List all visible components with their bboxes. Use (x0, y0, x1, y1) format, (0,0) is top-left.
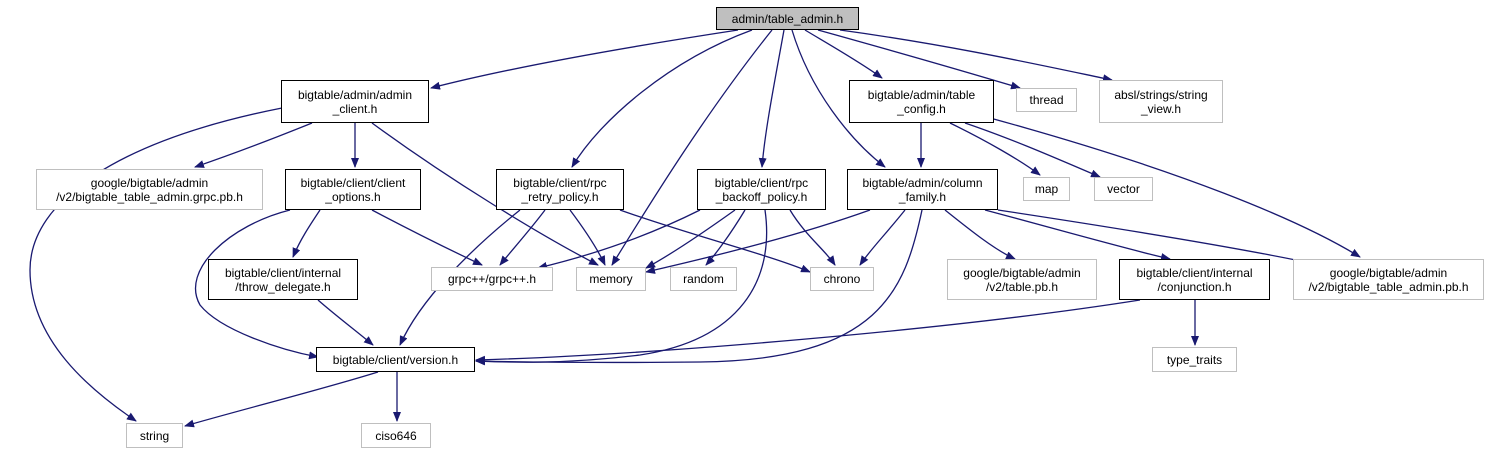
node-admin-pb: google/bigtable/admin /v2/bigtable_table… (1293, 259, 1484, 300)
node-retry-policy[interactable]: bigtable/client/rpc _retry_policy.h (496, 169, 624, 210)
node-string-view: absl/strings/string _view.h (1099, 80, 1223, 123)
node-column-family[interactable]: bigtable/admin/column _family.h (847, 169, 998, 210)
edge-backoff-policy-memory (645, 209, 736, 269)
node-conjunction[interactable]: bigtable/client/internal /conjunction.h (1119, 259, 1270, 300)
node-backoff-policy[interactable]: bigtable/client/rpc _backoff_policy.h (697, 169, 826, 210)
node-chrono: chrono (810, 267, 874, 291)
node-label: _client.h (332, 101, 378, 116)
edge-column-family-table-pb (944, 209, 1016, 260)
node-label: grpc++/grpc++.h (447, 272, 537, 286)
node-label: string (139, 428, 170, 443)
edge-root-memory (611, 29, 773, 266)
node-label: bigtable/client/version.h (332, 352, 459, 367)
node-label: _config.h (897, 101, 946, 116)
node-label: ciso646 (375, 428, 417, 443)
node-label: /v2/bigtable_table_admin.pb.h (1308, 279, 1469, 294)
node-table-pb: google/bigtable/admin /v2/table.pb.h (947, 259, 1097, 300)
edge-client-options-throw-delegate (292, 209, 321, 258)
edge-root-column-family (791, 29, 886, 168)
edge-admin-client-memory (371, 122, 599, 266)
edge-root-backoff-policy (758, 29, 785, 168)
node-label: admin/table_admin.h (731, 11, 844, 26)
edge-root-table-config (804, 29, 883, 79)
edge-version-string (184, 371, 379, 428)
node-ciso646: ciso646 (361, 423, 431, 448)
node-label: bigtable/client/internal (1136, 265, 1253, 280)
edge-root-admin-client (430, 29, 739, 90)
edge-conjunction-version (475, 299, 1141, 364)
node-version[interactable]: bigtable/client/version.h (316, 347, 475, 372)
node-label: vector (1107, 182, 1140, 196)
node-thread: thread (1016, 88, 1077, 112)
node-label: memory (589, 272, 633, 286)
node-label: thread (1029, 93, 1064, 107)
edge-column-family-admin-pb (997, 209, 1321, 268)
node-map: map (1023, 177, 1070, 201)
node-grpcpp: grpc++/grpc++.h (431, 267, 553, 291)
node-root: admin/table_admin.h (716, 7, 859, 30)
node-throw-delegate[interactable]: bigtable/client/internal /throw_delegate… (208, 259, 358, 300)
node-table-config[interactable]: bigtable/admin/table _config.h (849, 80, 994, 123)
node-label: /throw_delegate.h (235, 279, 331, 294)
node-label: google/bigtable/admin (963, 265, 1081, 280)
node-label: _view.h (1140, 101, 1182, 116)
edge-retry-policy-memory (569, 209, 606, 266)
edge-table-config-vector (964, 122, 1101, 178)
node-grpc-pb: google/bigtable/admin /v2/bigtable_table… (36, 169, 263, 210)
edge-column-family-memory (645, 209, 871, 274)
edge-column-family-conjunction (984, 209, 1171, 261)
node-label: /conjunction.h (1157, 279, 1232, 294)
node-label: bigtable/client/internal (224, 265, 342, 280)
node-label: /v2/bigtable_table_admin.grpc.pb.h (56, 189, 243, 204)
node-admin-client[interactable]: bigtable/admin/admin _client.h (281, 80, 429, 123)
node-label: _retry_policy.h (521, 189, 599, 204)
node-label: bigtable/admin/admin (297, 87, 413, 102)
edge-root-string-view (839, 29, 1113, 83)
edge-admin-client-string (29, 107, 283, 422)
edge-backoff-policy-chrono (789, 209, 836, 266)
edge-column-family-chrono (859, 209, 906, 266)
edge-table-config-map (949, 122, 1041, 176)
node-label: random (683, 272, 724, 286)
edge-backoff-policy-random (705, 209, 746, 266)
node-label: _family.h (898, 189, 947, 204)
edge-client-options-grpcpp (371, 209, 483, 266)
edge-backoff-policy-grpcpp (537, 209, 701, 270)
edge-client-options-version (194, 209, 319, 360)
node-label: bigtable/admin/column (862, 175, 983, 190)
edge-table-config-admin-pb (989, 117, 1361, 258)
node-type-traits: type_traits (1152, 347, 1237, 372)
node-vector: vector (1094, 177, 1153, 201)
edge-throw-delegate-version (317, 299, 374, 346)
node-label: chrono (823, 272, 861, 286)
node-label: bigtable/client/rpc (513, 175, 607, 190)
node-string: string (126, 423, 183, 448)
edge-retry-policy-grpcpp (499, 209, 546, 266)
node-label: bigtable/client/client (300, 175, 406, 190)
node-memory: memory (576, 267, 646, 291)
edge-admin-client-grpc-pb (194, 122, 313, 168)
node-label: _backoff_policy.h (715, 189, 808, 204)
node-label: bigtable/client/rpc (714, 175, 809, 190)
node-label: map (1034, 182, 1059, 196)
node-client-options[interactable]: bigtable/client/client _options.h (285, 169, 421, 210)
node-label: bigtable/admin/table (867, 87, 976, 102)
node-label: /v2/table.pb.h (985, 279, 1059, 294)
node-label: google/bigtable/admin (90, 175, 209, 190)
node-label: type_traits (1166, 352, 1223, 367)
node-random: random (670, 267, 737, 291)
edge-retry-policy-chrono (619, 209, 811, 273)
edge-column-family-version (475, 209, 923, 366)
node-label: _options.h (325, 189, 381, 204)
edge-root-thread (817, 29, 1021, 90)
node-label: absl/strings/string (1114, 87, 1208, 102)
edge-root-retry-policy (571, 29, 753, 168)
node-label: google/bigtable/admin (1329, 265, 1448, 280)
